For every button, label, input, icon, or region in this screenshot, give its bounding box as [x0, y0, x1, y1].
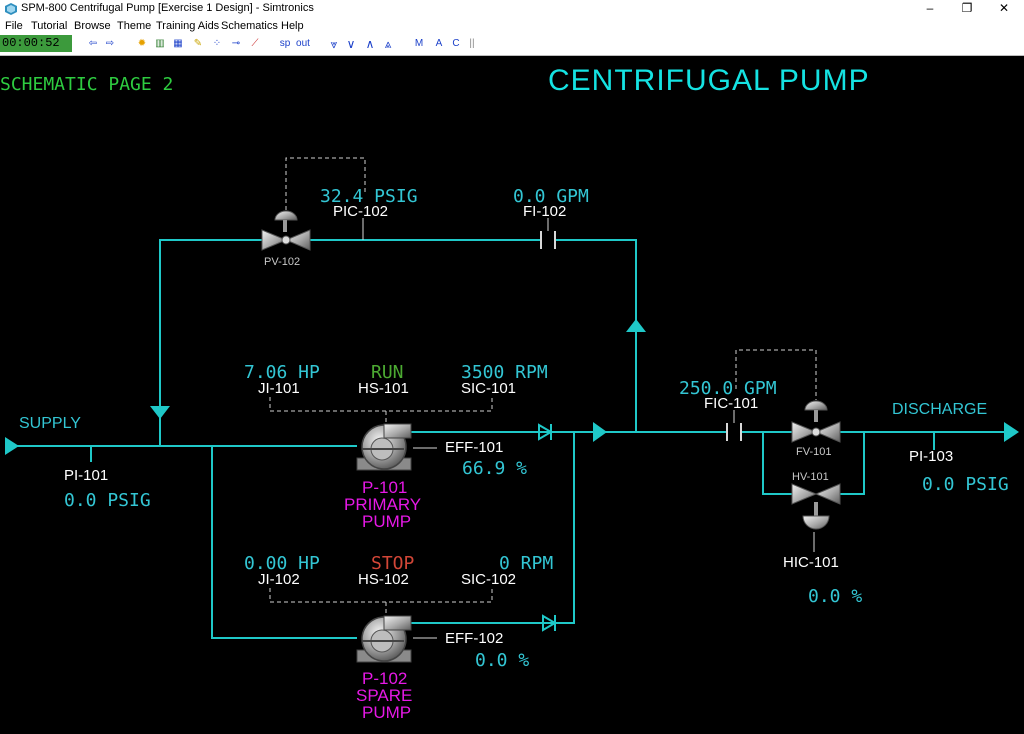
pv-102-tag: PV-102: [264, 256, 301, 268]
ji-102-tag[interactable]: JI-102: [258, 571, 300, 588]
menu-tutorial[interactable]: Tutorial: [31, 20, 68, 32]
sic-101-value: 3500 RPM: [461, 362, 548, 383]
menu-theme[interactable]: Theme: [117, 20, 152, 32]
restore-button[interactable]: ❐: [961, 1, 973, 15]
hv-101-tag: HV-101: [792, 471, 829, 483]
fast-decrease-icon[interactable]: ⩔: [330, 37, 338, 51]
page-title: CENTRIFUGAL PUMP: [548, 64, 870, 97]
window-title: SPM-800 Centrifugal Pump [Exercise 1 Des…: [21, 2, 314, 14]
hic-101-value: 0.0 %: [808, 586, 863, 607]
schematic-area: SCHEMATIC PAGE 2 CENTRIFUGAL PUMP SUPPLY…: [0, 56, 1024, 734]
p-101-desc2: PUMP: [362, 512, 412, 531]
p-101-desc: PRIMARY: [344, 495, 422, 514]
decrease-icon[interactable]: ∨: [346, 37, 356, 51]
trend-icon[interactable]: ⟋: [251, 38, 259, 49]
fi-102-value: 0.0 GPM: [513, 186, 589, 207]
auto-button[interactable]: A: [435, 38, 443, 49]
output-button[interactable]: out: [296, 38, 310, 49]
process-diagram: [5, 157, 1019, 663]
toolbar-separator: ||: [469, 38, 475, 49]
fv-101-valve[interactable]: [791, 400, 841, 443]
pv-102-valve[interactable]: [261, 210, 311, 251]
chart-icon[interactable]: ▦: [173, 38, 183, 49]
forward-arrow-icon[interactable]: ⇨: [105, 38, 115, 49]
hs-101-tag[interactable]: HS-101: [358, 380, 409, 397]
signal-lines: [269, 157, 817, 615]
simulation-clock: 00:00:52: [0, 35, 72, 52]
eff-101-value: 66.9 %: [462, 458, 528, 479]
orifice-plates: [540, 231, 742, 441]
setpoint-button[interactable]: sp: [279, 38, 291, 49]
fv-101-tag: FV-101: [796, 446, 832, 458]
hs-101-status: RUN: [371, 362, 404, 383]
flow-arrows: [5, 319, 1019, 455]
eff-102-tag[interactable]: EFF-102: [445, 630, 504, 647]
manual-button[interactable]: M: [414, 38, 424, 49]
p-102-desc2: PUMP: [362, 703, 412, 722]
menu-bar: File Tutorial Browse Theme Training Aids…: [0, 19, 1024, 35]
hv-101-valve[interactable]: [791, 483, 841, 530]
ji-101-tag[interactable]: JI-101: [258, 380, 300, 397]
pic-102-tag[interactable]: PIC-102: [333, 203, 389, 220]
bars-icon[interactable]: ▥: [155, 38, 165, 49]
check-valves: [538, 423, 557, 632]
close-button[interactable]: ✕: [998, 1, 1010, 15]
hic-101-tag[interactable]: HIC-101: [783, 554, 839, 571]
p-102-name: P-102: [362, 669, 408, 688]
hs-102-tag[interactable]: HS-102: [358, 571, 409, 588]
title-bar: SPM-800 Centrifugal Pump [Exercise 1 Des…: [0, 0, 1024, 19]
menu-schematics[interactable]: Schematics: [221, 20, 278, 32]
app-icon: [5, 3, 17, 15]
pencil-icon[interactable]: ✎: [193, 38, 203, 49]
back-arrow-icon[interactable]: ⇦: [88, 38, 98, 49]
sic-101-tag[interactable]: SIC-101: [461, 380, 517, 397]
pic-102-value: 32.4 PSIG: [320, 186, 418, 207]
p-102-pump[interactable]: [356, 615, 412, 663]
cascade-button[interactable]: C: [452, 38, 460, 49]
sic-102-tag[interactable]: SIC-102: [461, 571, 517, 588]
menu-training-aids[interactable]: Training Aids: [156, 20, 220, 32]
menu-help[interactable]: Help: [281, 20, 304, 32]
fic-101-tag[interactable]: FIC-101: [704, 395, 759, 412]
connector-icon[interactable]: ⊸: [231, 38, 241, 49]
supply-label: SUPPLY: [19, 415, 81, 432]
pipes: [5, 239, 1004, 639]
pi-103-value: 0.0 PSIG: [922, 474, 1009, 495]
increase-icon[interactable]: ∧: [365, 37, 375, 51]
minimize-button[interactable]: –: [926, 1, 934, 15]
fi-102-tag[interactable]: FI-102: [523, 203, 567, 220]
sic-102-value: 0 RPM: [499, 553, 554, 574]
pi-103-tag[interactable]: PI-103: [909, 448, 954, 465]
p-101-pump[interactable]: [356, 423, 412, 471]
fic-101-value: 250.0 GPM: [679, 378, 777, 399]
schematic-page-label: SCHEMATIC PAGE 2: [0, 74, 174, 95]
sun-icon[interactable]: ✹: [137, 38, 147, 49]
ji-101-value: 7.06 HP: [244, 362, 320, 383]
instrument-connectors: [362, 218, 815, 639]
p-102-desc: SPARE: [356, 686, 413, 705]
discharge-label: DISCHARGE: [892, 401, 988, 418]
eff-101-tag[interactable]: EFF-101: [445, 439, 504, 456]
ji-102-value: 0.00 HP: [244, 553, 320, 574]
grid-icon[interactable]: ⁘: [212, 38, 222, 49]
pi-101-value: 0.0 PSIG: [64, 490, 151, 511]
fast-increase-icon[interactable]: ⩓: [384, 37, 392, 51]
eff-102-value: 0.0 %: [475, 650, 530, 671]
menu-file[interactable]: File: [5, 20, 23, 32]
menu-browse[interactable]: Browse: [74, 20, 111, 32]
p-101-name: P-101: [362, 478, 408, 497]
pi-101-tag[interactable]: PI-101: [64, 467, 109, 484]
toolbar: 00:00:52 ⇦ ⇨ ✹ ▥ ▦ ✎ ⁘ ⊸ ⟋ sp out ⩔ ∨ ∧ …: [0, 35, 1024, 56]
hs-102-status: STOP: [371, 553, 415, 574]
